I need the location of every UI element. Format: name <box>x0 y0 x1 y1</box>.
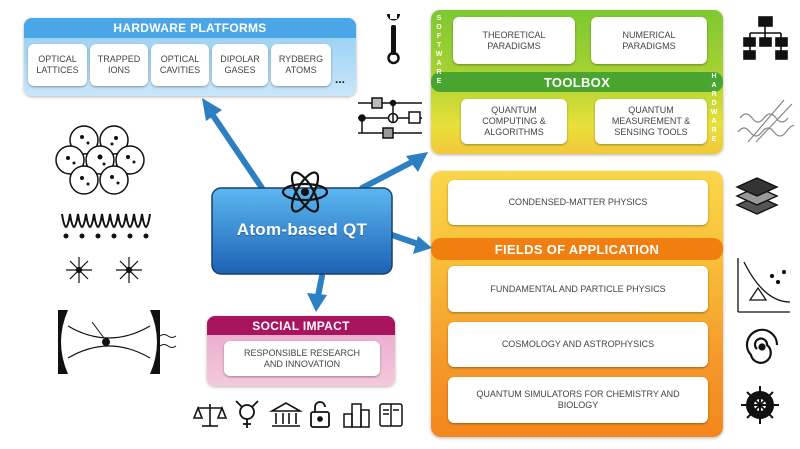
open-lock-icon <box>310 401 330 428</box>
hardware-item-rydberg-atoms: RYDBERG ATOMS <box>271 44 331 86</box>
scales-icon <box>192 404 228 427</box>
toolbox-numerical-paradigms: NUMERICAL PARADIGMS <box>591 17 707 64</box>
field-fundamental-particle: FUNDAMENTAL AND PARTICLE PHYSICS <box>448 266 708 312</box>
hardware-platforms-header <box>24 18 356 38</box>
galaxy-icon <box>745 328 779 364</box>
optical-lattice-wave-icon <box>61 213 151 239</box>
circuit-icon <box>358 97 422 139</box>
field-cosmology: COSMOLOGY AND ASTROPHYSICS <box>448 322 708 367</box>
gender-icon <box>235 400 259 428</box>
optical-cavity-icon <box>58 310 177 374</box>
laser-beams-icon <box>737 99 795 143</box>
toolbox-theoretical-paradigms: THEORETICAL PARADIGMS <box>453 17 575 64</box>
virus-icon <box>741 386 779 424</box>
toolbox-title: TOOLBOX <box>543 75 611 90</box>
social-responsible-research: RESPONSIBLE RESEARCH AND INNOVATION <box>224 341 380 376</box>
field-quantum-simulators: QUANTUM SIMULATORS FOR CHEMISTRY AND BIO… <box>448 377 708 423</box>
toolbox-quantum-computing: QUANTUM COMPUTING & ALGORITHMS <box>461 99 567 144</box>
book-icon <box>379 403 403 427</box>
wrench-icon <box>387 14 400 65</box>
arrow-to-social <box>315 273 325 299</box>
hardware-item-optical-lattices: OPTICAL LATTICES <box>28 44 87 86</box>
social-impact-header <box>207 316 395 335</box>
hardware-item-optical-cavities: OPTICAL CAVITIES <box>151 44 209 86</box>
arrow-to-toolbox <box>359 160 413 191</box>
hardware-item-dipolar-gases: DIPOLAR GASES <box>212 44 268 86</box>
institution-icon <box>268 402 304 427</box>
fields-band <box>431 238 723 260</box>
particle-scatter-icon <box>737 258 791 313</box>
ion-trap-icon <box>66 257 142 283</box>
hardware-more-ellipsis: ... <box>335 72 346 86</box>
arrow-to-hardware <box>209 111 265 191</box>
arrow-to-fields <box>389 232 421 247</box>
layers-icon <box>735 177 779 215</box>
toolbox-quantum-measurement: QUANTUM MEASUREMENT & SENSING TOOLS <box>595 99 707 144</box>
hierarchy-icon <box>743 16 788 60</box>
hardware-item-trapped-ions: TRAPPED IONS <box>90 44 148 86</box>
toolbox-band <box>431 72 723 92</box>
field-condensed-matter: CONDENSED-MATTER PHYSICS <box>448 180 708 225</box>
atom-cluster-icon <box>55 125 145 195</box>
atom-icon <box>281 171 329 213</box>
fields-title: FIELDS OF APPLICATION <box>494 242 660 257</box>
atom-based-qt-box <box>211 187 393 275</box>
hardware-platforms-title: HARDWARE PLATFORMS <box>113 21 267 35</box>
city-icon <box>343 403 370 428</box>
atom-based-qt-title: Atom-based QT <box>236 220 368 239</box>
social-impact-title: SOCIAL IMPACT <box>252 319 350 333</box>
arrows <box>209 111 421 299</box>
